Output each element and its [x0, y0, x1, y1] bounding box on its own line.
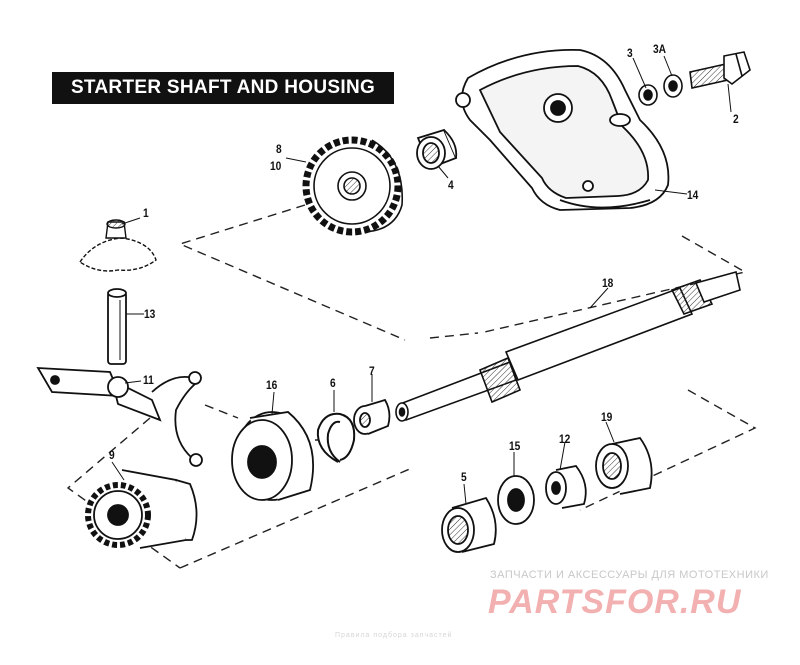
- diagram-title: STARTER SHAFT AND HOUSING: [52, 72, 394, 104]
- callout-15: 15: [509, 439, 521, 453]
- starter-shaft-part-18: [395, 271, 741, 422]
- callout-16: 16: [266, 378, 278, 392]
- watermark-tagline: ЗАПЧАСТИ И АКСЕССУАРЫ ДЛЯ МОТОТЕХНИКИ: [490, 569, 769, 581]
- callout-9: 9: [109, 448, 115, 462]
- bolt-part-2: [689, 51, 751, 89]
- bushing-part-7: [353, 398, 391, 435]
- callout-10: 10: [270, 159, 282, 173]
- callout-7: 7: [369, 364, 375, 378]
- watermark-logo: PARTSFOR.RU: [488, 583, 742, 621]
- callout-leaders: [111, 55, 732, 505]
- callout-14: 14: [687, 188, 699, 202]
- sleeve-part-19: [595, 436, 653, 495]
- snap-ring-part-6: [316, 412, 356, 463]
- drive-gear-part-9: [85, 469, 198, 549]
- callout-8: 8: [276, 142, 282, 156]
- callout-2: 2: [733, 112, 739, 126]
- washer-part-3: [638, 84, 658, 106]
- callout-1: 1: [143, 206, 149, 220]
- needle-bearing-part-5: [441, 496, 497, 553]
- callout-3: 3: [627, 46, 633, 60]
- bushing-part-4: [416, 128, 458, 170]
- callout-18: 18: [602, 276, 614, 290]
- callout-5: 5: [461, 470, 467, 484]
- faint-caption: Правила подбора запчастей: [335, 632, 453, 639]
- clutch-part-16: [231, 411, 314, 501]
- lockwasher-part-3a: [663, 74, 683, 98]
- bushing-part-12: [545, 465, 587, 509]
- shift-fork-part-11: [36, 367, 203, 467]
- callout-12: 12: [559, 432, 571, 446]
- pin-part-13: [107, 288, 127, 365]
- callout-13: 13: [144, 307, 156, 321]
- callout-11: 11: [143, 373, 154, 387]
- callout-4: 4: [448, 178, 454, 192]
- callout-19: 19: [601, 410, 613, 424]
- housing-part-14: [455, 49, 670, 211]
- grease-fitting-part-1: [79, 219, 157, 272]
- callout-3a: 3A: [653, 42, 667, 56]
- gear-part-8-10: [302, 136, 404, 236]
- thrust-washer-part-15: [497, 475, 535, 525]
- callout-6: 6: [330, 376, 336, 390]
